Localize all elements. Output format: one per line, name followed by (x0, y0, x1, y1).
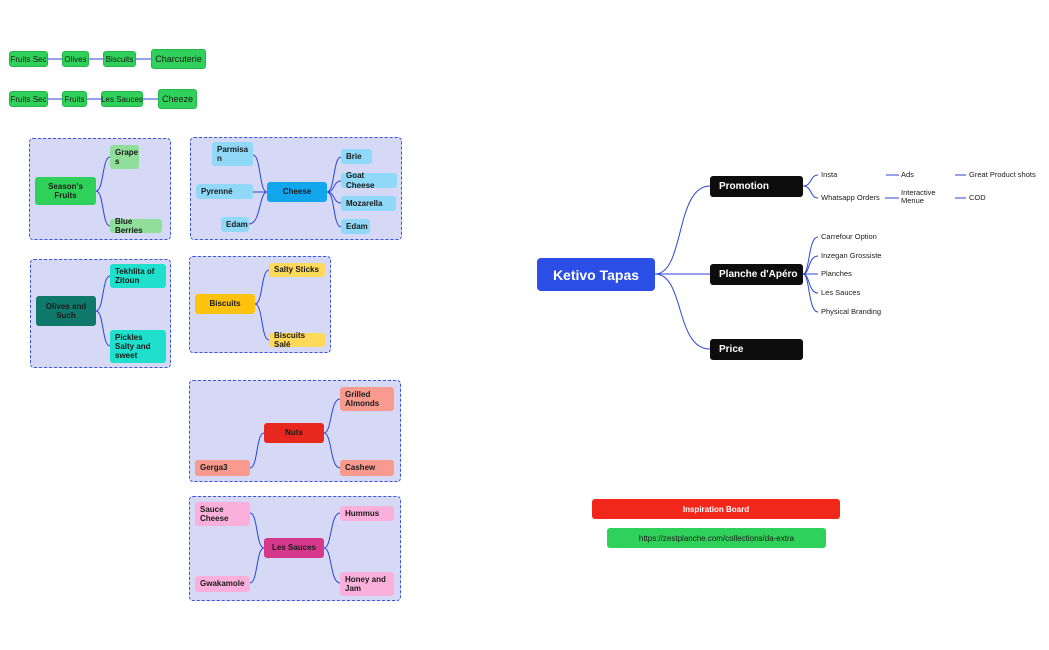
leaf-cod[interactable]: COD (969, 193, 986, 202)
fruits-child-node[interactable]: Blue Berries (110, 217, 162, 235)
branch-promotion[interactable]: Promotion (710, 176, 803, 197)
leaf-insta[interactable]: Insta (821, 170, 838, 179)
inspiration-link[interactable]: https://zestplanche.com/collections/da-e… (607, 528, 826, 548)
nuts-child-node[interactable]: Grilled Almonds (340, 387, 394, 411)
fruits-child-node[interactable]: Grape s (110, 145, 139, 169)
olives-center-node[interactable]: Olives and Such (36, 296, 96, 326)
cheese-child-node[interactable]: Mozarella (341, 196, 396, 211)
nuts-child-node[interactable]: Cashew (340, 460, 394, 476)
leaf-planche-item[interactable]: Planches (821, 269, 852, 278)
cheese-child-node[interactable]: Parmisa n (212, 142, 253, 166)
leaf-whatsapp[interactable]: Whatsapp Orders (821, 193, 880, 202)
cheese-child-node[interactable]: Brie (341, 149, 372, 164)
leaf-planche-item[interactable]: Inzegan Grossiste (821, 251, 882, 260)
biscuits-center-node[interactable]: Biscuits (195, 294, 255, 314)
cheese-child-node[interactable]: Goat Cheese (341, 171, 397, 190)
branch-price[interactable]: Price (710, 339, 803, 360)
inspiration-board-title[interactable]: Inspiration Board (592, 499, 840, 519)
leaf-product-shots[interactable]: Great Product shots (969, 170, 1036, 179)
leaf-interactive-menu[interactable]: Interactive Menue (901, 188, 936, 206)
biscuits-child-node[interactable]: Salty Sticks (269, 263, 325, 277)
mindmap-root-node[interactable]: Ketivo Tapas (537, 258, 655, 291)
olives-child-node[interactable]: Tekhlita of Zitoun (110, 264, 166, 288)
leaf-planche-item[interactable]: Carrefour Option (821, 232, 877, 241)
cheese-child-node[interactable]: Edam (341, 219, 370, 234)
chain-node[interactable]: Fruits Sec (9, 91, 48, 107)
olives-child-node[interactable]: Pickles Salty and sweet (110, 330, 166, 363)
chain-node[interactable]: Fruits (62, 91, 87, 107)
nuts-child-node[interactable]: Gerga3 (195, 460, 250, 476)
sauces-center-node[interactable]: Les Sauces (264, 538, 324, 558)
cheese-child-node[interactable]: Edam (221, 217, 249, 232)
chain-node[interactable]: Biscuits (103, 51, 136, 67)
fruits-center-node[interactable]: Season's Fruits (35, 177, 96, 205)
chain-node[interactable]: Fruits Sec (9, 51, 48, 67)
leaf-planche-item[interactable]: Les Sauces (821, 288, 861, 297)
cheese-center-node[interactable]: Cheese (267, 182, 327, 202)
chain-node[interactable]: Olives (62, 51, 89, 67)
leaf-planche-item[interactable]: Physical Branding (821, 307, 882, 316)
chain-node[interactable]: Charcuterie (151, 49, 206, 69)
branch-planche[interactable]: Planche d'Apéro (710, 264, 803, 285)
cheese-child-node[interactable]: Pyrenné (196, 184, 253, 199)
nuts-center-node[interactable]: Nuts (264, 423, 324, 443)
leaf-ads[interactable]: Ads (901, 170, 914, 179)
chain-node[interactable]: Cheeze (158, 89, 197, 109)
sauces-child-node[interactable]: Gwakamole (195, 576, 250, 592)
sauces-child-node[interactable]: Hummus (340, 506, 394, 521)
sauces-child-node[interactable]: Sauce Cheese (195, 502, 250, 526)
chain-node[interactable]: Les Sauces (101, 91, 143, 107)
biscuits-child-node[interactable]: Biscuits Salé (269, 331, 325, 349)
sauces-child-node[interactable]: Honey and Jam (340, 572, 394, 596)
